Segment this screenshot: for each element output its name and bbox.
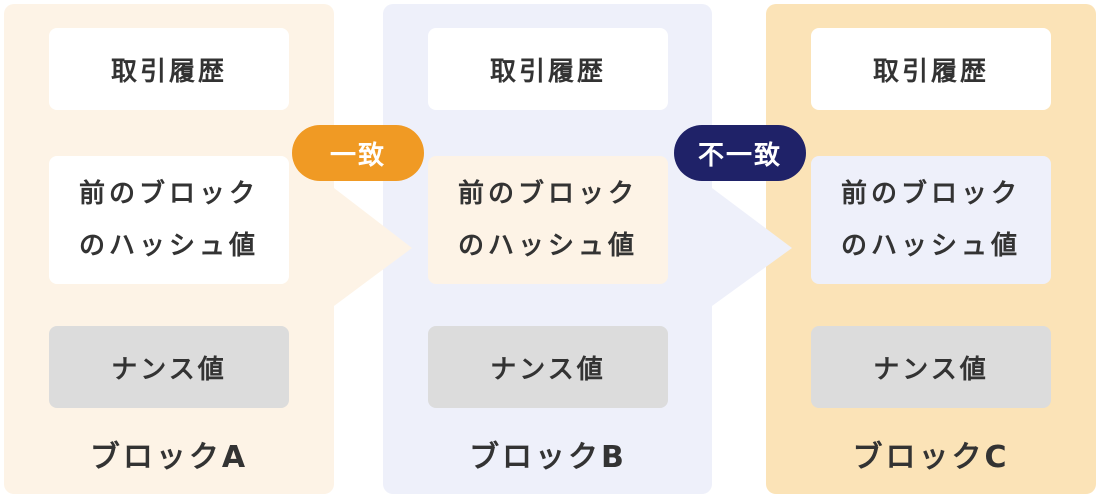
block-a-nonce: ナンス値 bbox=[49, 326, 289, 408]
block-a-prev-hash: 前のブロック のハッシュ値 bbox=[49, 156, 289, 284]
mismatch-badge: 不一致 bbox=[674, 125, 806, 181]
match-badge: 一致 bbox=[292, 125, 424, 181]
block-c-label: ブロックC bbox=[852, 440, 1010, 475]
arrow-b-to-c bbox=[712, 188, 792, 306]
block-c-transaction-history: 取引履歴 bbox=[811, 28, 1051, 110]
block-b-nonce: ナンス値 bbox=[428, 326, 668, 408]
block-b-label: ブロックB bbox=[469, 440, 627, 475]
block-c-prev-hash: 前のブロック のハッシュ値 bbox=[811, 156, 1051, 284]
block-a-transaction-history: 取引履歴 bbox=[49, 28, 289, 110]
block-c-nonce: ナンス値 bbox=[811, 326, 1051, 408]
block-b-transaction-history: 取引履歴 bbox=[428, 28, 668, 110]
block-b-prev-hash: 前のブロック のハッシュ値 bbox=[428, 156, 668, 284]
block-a-label: ブロックA bbox=[89, 440, 249, 475]
arrow-a-to-b bbox=[334, 188, 412, 306]
